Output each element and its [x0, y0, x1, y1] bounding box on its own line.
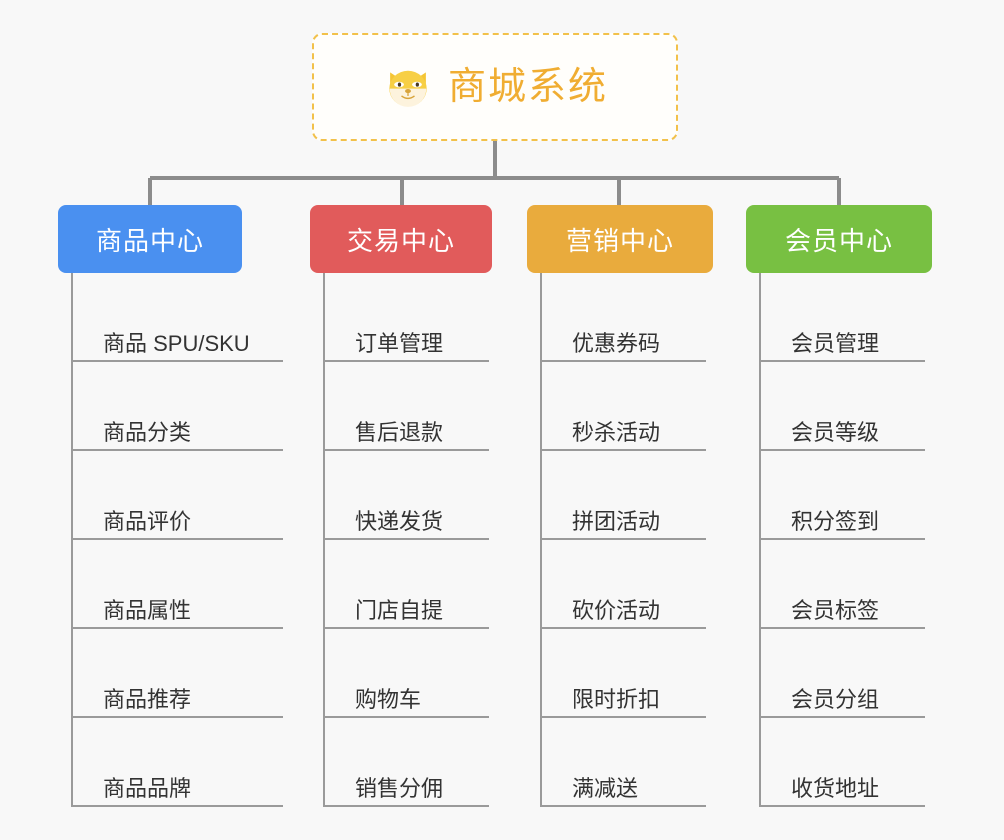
leaf-item[interactable]: 门店自提: [325, 540, 492, 629]
leaf-label: 会员分组: [791, 686, 880, 712]
leaf-label: 销售分佣: [355, 775, 444, 801]
leaf-item[interactable]: 商品推荐: [73, 629, 283, 718]
leaf-label: 商品属性: [103, 597, 192, 623]
leaf-underline: [325, 716, 489, 718]
leaf-item[interactable]: 商品分类: [73, 362, 283, 451]
leaf-label: 门店自提: [355, 597, 444, 623]
leaf-label: 订单管理: [355, 330, 444, 356]
leaf-item[interactable]: 会员等级: [761, 362, 932, 451]
branch-column: 会员中心会员管理会员等级积分签到会员标签会员分组收货地址: [746, 205, 932, 807]
leaf-underline: [542, 538, 706, 540]
leaf-underline: [542, 805, 706, 807]
shiba-dog-face-icon: [389, 70, 427, 107]
leaf-underline: [325, 627, 489, 629]
leaf-item[interactable]: 秒杀活动: [542, 362, 713, 451]
leaf-item[interactable]: 收货地址: [761, 718, 932, 807]
root-node[interactable]: 商城系统: [312, 33, 678, 141]
leaf-underline: [73, 538, 283, 540]
leaf-label: 拼团活动: [572, 508, 661, 534]
leaf-underline: [761, 805, 925, 807]
leaf-item[interactable]: 购物车: [325, 629, 492, 718]
leaf-label: 积分签到: [791, 508, 880, 534]
leaf-label: 快递发货: [355, 508, 444, 534]
leaf-underline: [542, 449, 706, 451]
leaf-list: 优惠券码秒杀活动拼团活动砍价活动限时折扣满减送: [540, 273, 713, 807]
branch-header[interactable]: 会员中心: [746, 205, 932, 273]
leaf-label: 优惠券码: [572, 330, 661, 356]
leaf-underline: [761, 449, 925, 451]
branch-header-label: 商品中心: [95, 225, 204, 256]
leaf-underline: [73, 716, 283, 718]
leaf-item[interactable]: 会员管理: [761, 273, 932, 362]
leaf-label: 商品品牌: [103, 775, 192, 801]
leaf-label: 秒杀活动: [572, 419, 661, 445]
leaf-label: 购物车: [355, 686, 422, 712]
leaf-item[interactable]: 售后退款: [325, 362, 492, 451]
leaf-label: 限时折扣: [572, 686, 661, 712]
root-title: 商城系统: [447, 66, 608, 108]
branch-header[interactable]: 交易中心: [310, 205, 492, 273]
leaf-underline: [542, 716, 706, 718]
leaf-item[interactable]: 商品 SPU/SKU: [73, 273, 283, 362]
leaf-list: 商品 SPU/SKU 商品分类商品评价商品属性商品推荐商品品牌: [71, 273, 283, 807]
branch-header[interactable]: 商品中心: [58, 205, 242, 273]
branch-column: 交易中心订单管理售后退款快递发货门店自提购物车销售分佣: [310, 205, 492, 807]
leaf-item[interactable]: 积分签到: [761, 451, 932, 540]
leaf-item[interactable]: 会员分组: [761, 629, 932, 718]
leaf-underline: [73, 449, 283, 451]
leaf-label: 会员等级: [791, 419, 880, 445]
leaf-underline: [761, 627, 925, 629]
leaf-underline: [542, 360, 706, 362]
leaf-item[interactable]: 优惠券码: [542, 273, 713, 362]
leaf-item[interactable]: 快递发货: [325, 451, 492, 540]
leaf-label: 会员标签: [791, 597, 880, 623]
branch-column: 营销中心优惠券码秒杀活动拼团活动砍价活动限时折扣满减送: [527, 205, 713, 807]
leaf-item[interactable]: 订单管理: [325, 273, 492, 362]
leaf-item[interactable]: 销售分佣: [325, 718, 492, 807]
branch-header[interactable]: 营销中心: [527, 205, 713, 273]
leaf-item[interactable]: 限时折扣: [542, 629, 713, 718]
leaf-item[interactable]: 砍价活动: [542, 540, 713, 629]
leaf-underline: [761, 538, 925, 540]
leaf-label: 售后退款: [355, 419, 444, 445]
leaf-underline: [325, 449, 489, 451]
leaf-item[interactable]: 会员标签: [761, 540, 932, 629]
leaf-label: 商品分类: [103, 419, 192, 445]
leaf-underline: [73, 805, 283, 807]
leaf-underline: [325, 805, 489, 807]
leaf-label: 商品推荐: [103, 686, 192, 712]
leaf-label: 满减送: [572, 775, 639, 801]
leaf-label: 砍价活动: [572, 597, 661, 623]
leaf-item[interactable]: 商品品牌: [73, 718, 283, 807]
leaf-list: 会员管理会员等级积分签到会员标签会员分组收货地址: [759, 273, 932, 807]
leaf-item[interactable]: 满减送: [542, 718, 713, 807]
leaf-label: 商品 SPU/SKU: [103, 330, 250, 356]
leaf-label: 收货地址: [791, 775, 880, 801]
leaf-underline: [325, 538, 489, 540]
leaf-label: 会员管理: [791, 330, 880, 356]
branch-header-label: 会员中心: [784, 225, 893, 256]
leaf-label: 商品评价: [103, 508, 192, 534]
leaf-underline: [761, 360, 925, 362]
leaf-underline: [73, 360, 283, 362]
branch-column: 商品中心商品 SPU/SKU 商品分类商品评价商品属性商品推荐商品品牌: [58, 205, 283, 807]
branch-header-label: 交易中心: [346, 225, 455, 256]
leaf-list: 订单管理售后退款快递发货门店自提购物车销售分佣: [323, 273, 492, 807]
leaf-item[interactable]: 拼团活动: [542, 451, 713, 540]
leaf-item[interactable]: 商品评价: [73, 451, 283, 540]
leaf-underline: [325, 360, 489, 362]
branch-header-label: 营销中心: [565, 225, 674, 256]
leaf-underline: [542, 627, 706, 629]
leaf-underline: [761, 716, 925, 718]
leaf-item[interactable]: 商品属性: [73, 540, 283, 629]
leaf-underline: [73, 627, 283, 629]
